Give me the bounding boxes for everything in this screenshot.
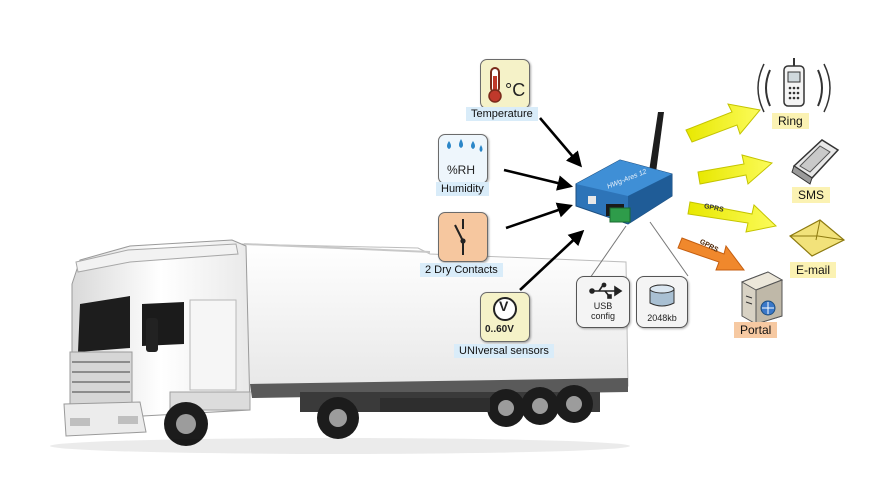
envelope-icon	[788, 219, 846, 257]
memory-box: 2048kb	[636, 276, 688, 328]
voltage-range: 0..60V	[485, 324, 514, 335]
dry-contacts-label: 2 Dry Contacts	[420, 263, 503, 277]
ring-label: Ring	[772, 113, 809, 129]
usb-config-label: USB config	[590, 301, 616, 321]
thermometer-icon: °C	[480, 59, 530, 109]
portal-label: Portal	[734, 322, 778, 338]
database-icon	[649, 284, 675, 307]
usb-config-box: USB config	[576, 276, 630, 328]
voltmeter-glyph: V	[499, 298, 509, 314]
memory-label: 2048kb	[647, 313, 677, 323]
universal-sensors-label: UNIversal sensors	[454, 344, 554, 358]
server-icon	[740, 271, 784, 325]
usb-icon	[589, 282, 623, 299]
sms-label: SMS	[792, 187, 831, 203]
ringing-phone-icon	[757, 58, 831, 113]
email-label: E-mail	[790, 262, 837, 278]
detail-callout-lines	[589, 221, 689, 279]
mobile-phone-icon	[791, 139, 840, 185]
voltmeter-icon: V 0..60V	[480, 292, 530, 342]
humidity-drops-icon: %RH	[438, 134, 488, 184]
switch-contact-icon	[438, 212, 488, 262]
sensor-arrows	[503, 117, 585, 291]
temperature-unit: °C	[505, 80, 526, 100]
output-arrows	[677, 103, 778, 271]
temperature-label: Temperature	[466, 107, 538, 121]
gsm-router-device	[575, 112, 673, 225]
humidity-label: Humidity	[436, 182, 489, 196]
humidity-unit: %RH	[447, 163, 476, 177]
